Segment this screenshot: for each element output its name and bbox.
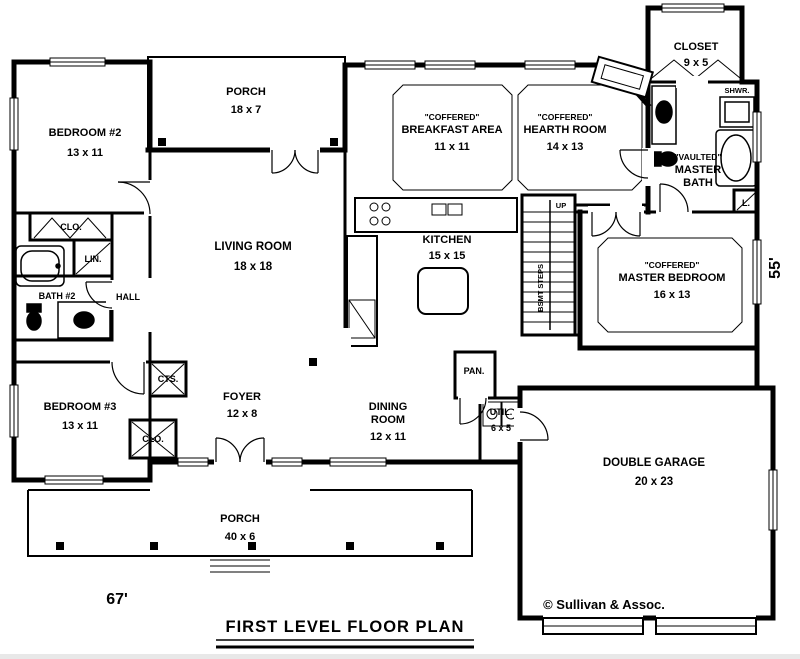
- label-hearth-prefix: "COFFERED": [538, 112, 593, 122]
- label-porch-top-name: PORCH: [226, 86, 266, 98]
- label-cts: CTS.: [158, 374, 179, 384]
- label-breakfast-prefix: "COFFERED": [425, 112, 480, 122]
- label-mbath-name1: MASTER: [675, 164, 722, 176]
- fireplace: [590, 55, 655, 99]
- label-hearth-size: 14 x 13: [547, 141, 584, 153]
- kitchen-appliances: [348, 202, 463, 339]
- label-garage-size: 20 x 23: [635, 476, 673, 488]
- stairs: [523, 200, 574, 330]
- label-hall: HALL: [116, 292, 140, 302]
- label-mbed-prefix: "COFFERED": [645, 260, 700, 270]
- label-clo-top: CLO.: [60, 222, 82, 232]
- label-bedroom2-size: 13 x 11: [67, 147, 103, 159]
- windows: [9, 3, 778, 531]
- label-kitchen-size: 15 x 15: [429, 250, 466, 262]
- title-block: FIRST LEVEL FLOOR PLAN © Sullivan & Asso…: [216, 597, 665, 649]
- label-bath2: BATH #2: [39, 291, 76, 301]
- label-living-name: LIVING ROOM: [214, 241, 291, 253]
- label-porch-bottom-name: PORCH: [220, 513, 260, 525]
- label-breakfast-name: BREAKFAST AREA: [401, 124, 502, 136]
- label-living-size: 18 x 18: [234, 261, 273, 273]
- label-mbed-name: MASTER BEDROOM: [619, 272, 726, 284]
- label-up: UP: [556, 201, 566, 210]
- label-bedroom2-name: BEDROOM #2: [49, 127, 122, 139]
- label-dining-name1: DINING: [369, 401, 408, 413]
- label-util-name: UTIL.: [490, 407, 513, 417]
- room-labels: BEDROOM #2 13 x 11 PORCH 18 x 7 "COFFERE…: [39, 41, 750, 543]
- label-mbath-name2: BATH: [683, 177, 713, 189]
- dimension-labels: 67' 55': [106, 257, 784, 608]
- label-porch-top-size: 18 x 7: [231, 104, 262, 116]
- label-closet-size: 9 x 5: [684, 57, 708, 69]
- doors: [85, 76, 708, 468]
- label-bsmt-steps: BSMT STEPS: [536, 264, 545, 312]
- kitchen-counters: [346, 197, 518, 347]
- label-hearth-name: HEARTH ROOM: [523, 124, 606, 136]
- label-bedroom3-size: 13 x 11: [62, 420, 98, 432]
- garage-doors: [542, 612, 757, 635]
- label-kitchen-name: KITCHEN: [423, 234, 472, 246]
- label-clo-bottom: CLO.: [142, 434, 164, 444]
- label-bedroom3-name: BEDROOM #3: [44, 401, 117, 413]
- label-linen: L.: [742, 198, 750, 208]
- label-foyer-size: 12 x 8: [227, 408, 258, 420]
- label-lin: LIN.: [85, 254, 102, 264]
- dim-height-label: 55': [767, 257, 784, 279]
- label-util-size: 6 x 5: [491, 423, 511, 433]
- label-dining-size: 12 x 11: [370, 431, 406, 443]
- label-mbed-size: 16 x 13: [654, 289, 691, 301]
- label-shower: SHWR.: [725, 86, 750, 95]
- plan-title: FIRST LEVEL FLOOR PLAN: [226, 618, 465, 636]
- label-pantry: PAN.: [464, 366, 485, 376]
- label-dining-name2: ROOM: [371, 414, 405, 426]
- bath2-fixtures: [15, 245, 111, 339]
- label-foyer-name: FOYER: [223, 391, 261, 403]
- label-breakfast-size: 11 x 11: [434, 141, 470, 153]
- porch-posts: [56, 138, 444, 550]
- label-garage-name: DOUBLE GARAGE: [603, 457, 706, 469]
- dim-width-label: 67': [106, 591, 128, 608]
- label-closet-name: CLOSET: [674, 41, 719, 53]
- label-mbath-prefix: "VAULTED": [675, 152, 722, 162]
- label-porch-bottom-size: 40 x 6: [225, 531, 256, 543]
- copyright-label: © Sullivan & Assoc.: [543, 597, 665, 612]
- entry-steps: [210, 559, 270, 573]
